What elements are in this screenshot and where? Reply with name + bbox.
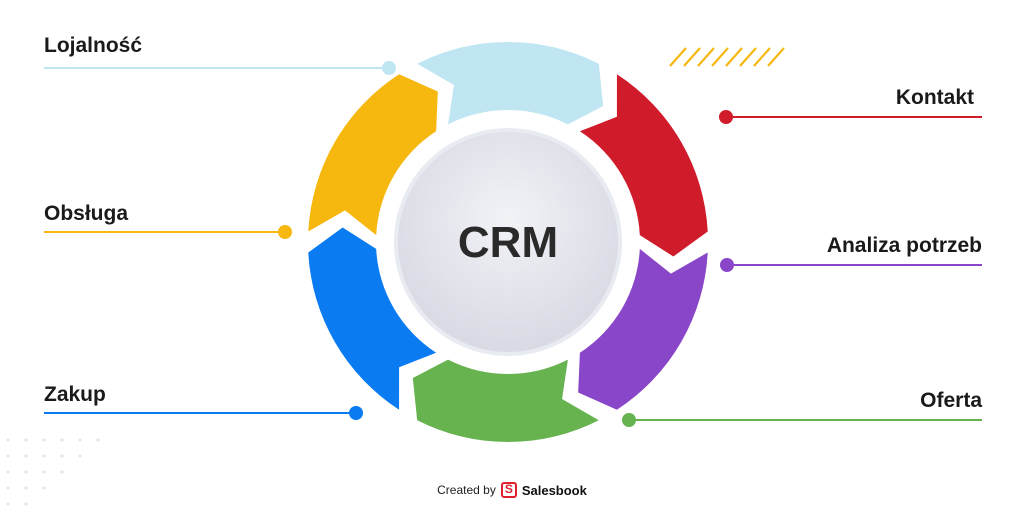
footer-brand: Salesbook <box>521 482 587 498</box>
center-label: CRM <box>458 218 558 267</box>
decorative-dot <box>60 454 64 458</box>
connector-obsluga <box>44 225 292 239</box>
connector-zakup <box>44 406 363 420</box>
stage-label-obsluga: Obsługa <box>44 202 129 225</box>
ring-segment-oferta <box>412 359 599 442</box>
footer-credit: Created by Salesbook <box>0 482 1024 498</box>
center-circle <box>394 128 622 356</box>
decorative-stripes <box>669 47 785 67</box>
ring-segment-lojalnosc <box>417 42 604 125</box>
ring-segment-zakup <box>308 227 437 410</box>
decorative-dot <box>24 470 28 474</box>
decorative-dot <box>60 438 64 442</box>
decorative-dot <box>6 486 10 490</box>
decorative-dot <box>6 502 10 506</box>
decorative-dot <box>6 454 10 458</box>
decorative-dot <box>24 438 28 442</box>
connector-kontakt <box>719 110 982 124</box>
connector-analiza <box>720 258 982 272</box>
decorative-dot <box>78 438 82 442</box>
decorative-dot <box>78 454 82 458</box>
stage-label-oferta: Oferta <box>920 389 982 412</box>
decorative-dot <box>24 486 28 490</box>
ring-segment-analiza <box>578 248 708 410</box>
decorative-dot <box>60 470 64 474</box>
decorative-dot-grid <box>6 438 100 506</box>
connector-lojalnosc <box>44 61 396 75</box>
ring-segment-kontakt <box>579 74 708 257</box>
stage-label-kontakt: Kontakt <box>895 86 974 109</box>
stage-label-analiza: Analiza potrzeb <box>826 234 982 257</box>
decorative-dot <box>42 486 46 490</box>
salesbook-logo-icon <box>500 482 517 498</box>
decorative-dot <box>96 438 100 442</box>
footer-created-by: Created by <box>437 483 496 497</box>
ring-segment-obsluga <box>308 74 438 236</box>
decorative-dot <box>42 454 46 458</box>
decorative-dot <box>6 470 10 474</box>
decorative-dot <box>42 438 46 442</box>
decorative-dot <box>42 470 46 474</box>
connector-oferta <box>622 413 982 427</box>
decorative-dot <box>24 454 28 458</box>
stage-label-lojalnosc: Lojalność <box>44 34 143 57</box>
decorative-dot <box>6 438 10 442</box>
decorative-dot <box>24 502 28 506</box>
stage-label-zakup: Zakup <box>44 383 106 406</box>
